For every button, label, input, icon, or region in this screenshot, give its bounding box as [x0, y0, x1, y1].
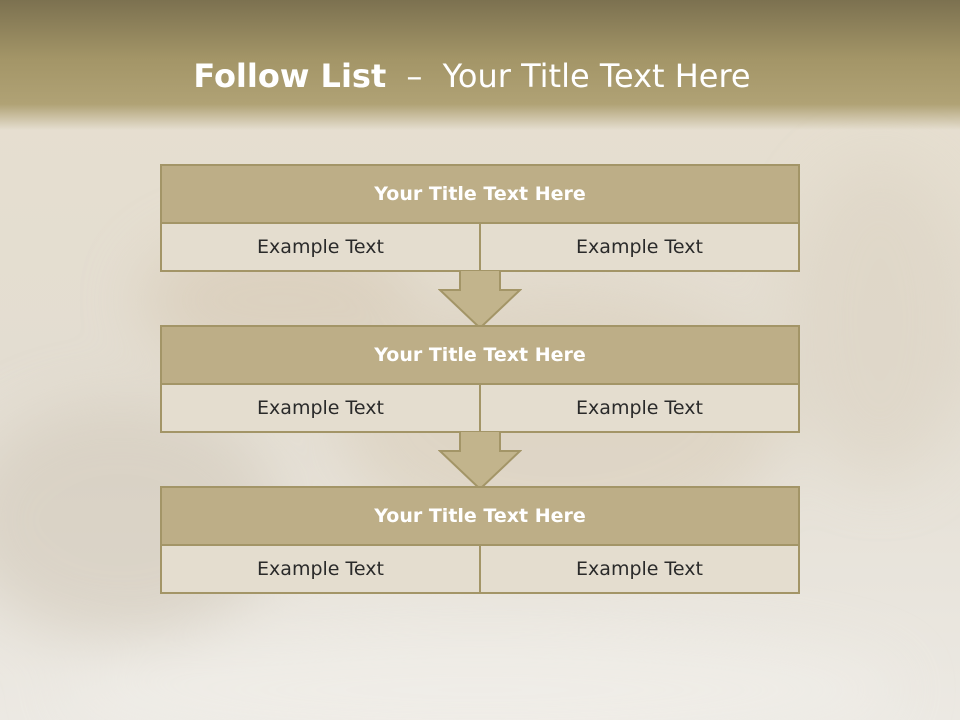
step-right-cell: Example Text — [479, 385, 798, 431]
title-bold-text: Follow List — [193, 57, 387, 95]
step-right-cell: Example Text — [479, 224, 798, 270]
step-left-cell: Example Text — [257, 397, 384, 419]
step-right-cell: Example Text — [479, 546, 798, 592]
step-row: Example Text Example Text — [162, 546, 798, 592]
slide-title: Follow List – Your Title Text Here — [0, 52, 944, 100]
step-box-1: Your Title Text Here Example Text Exampl… — [160, 164, 800, 272]
step-title: Your Title Text Here — [162, 488, 798, 546]
step-title: Your Title Text Here — [162, 166, 798, 224]
step-row: Example Text Example Text — [162, 224, 798, 270]
step-title: Your Title Text Here — [162, 327, 798, 385]
step-box-2: Your Title Text Here Example Text Exampl… — [160, 325, 800, 433]
title-separator: – — [406, 57, 423, 95]
step-box-3: Your Title Text Here Example Text Exampl… — [160, 486, 800, 594]
step-left-cell: Example Text — [257, 236, 384, 258]
step-row: Example Text Example Text — [162, 385, 798, 431]
title-band — [0, 0, 960, 130]
down-arrow-icon — [438, 270, 522, 330]
down-arrow-icon — [438, 431, 522, 491]
step-left-cell: Example Text — [257, 558, 384, 580]
title-rest-text: Your Title Text Here — [442, 57, 751, 95]
